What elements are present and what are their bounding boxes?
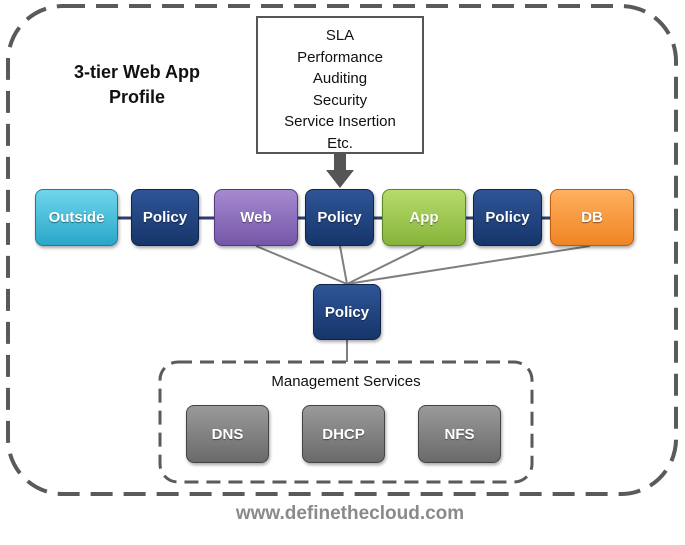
- service-dns[interactable]: DNS: [186, 405, 269, 463]
- profile-title: 3-tier Web App Profile: [44, 60, 230, 110]
- central-policy[interactable]: Policy: [313, 284, 381, 340]
- management-services-label: Management Services: [271, 373, 421, 390]
- policy-app-db[interactable]: Policy: [473, 189, 542, 246]
- callout-item-auditing: Auditing: [312, 70, 368, 87]
- policy-outside-web[interactable]: Policy: [131, 189, 199, 246]
- policy-fan-lines: [255, 245, 591, 285]
- callout-item-sla: SLA: [325, 27, 355, 44]
- tier-app[interactable]: App: [382, 189, 466, 246]
- tier-outside[interactable]: Outside: [35, 189, 118, 246]
- callout-arrow: [326, 154, 354, 188]
- callout-item-service-insertion: Service Insertion: [284, 113, 396, 130]
- profile-boundary: [6, 4, 678, 496]
- watermark: www.definethecloud.com: [235, 503, 465, 524]
- tier-db[interactable]: DB: [550, 189, 634, 246]
- callout-item-security: Security: [312, 91, 368, 109]
- policy-web-app[interactable]: Policy: [305, 189, 374, 246]
- service-nfs[interactable]: NFS: [418, 405, 501, 463]
- profile-title-line-2: Profile: [108, 87, 165, 107]
- callout-item-etc: Etc.: [327, 134, 353, 152]
- tier-web[interactable]: Web: [214, 189, 298, 246]
- callout-item-performance: Performance: [297, 48, 383, 66]
- policy-attributes-callout: SLA Performance Auditing Security Servic…: [256, 16, 424, 154]
- service-dhcp[interactable]: DHCP: [302, 405, 385, 463]
- profile-title-line-1: 3-tier Web App: [73, 62, 200, 82]
